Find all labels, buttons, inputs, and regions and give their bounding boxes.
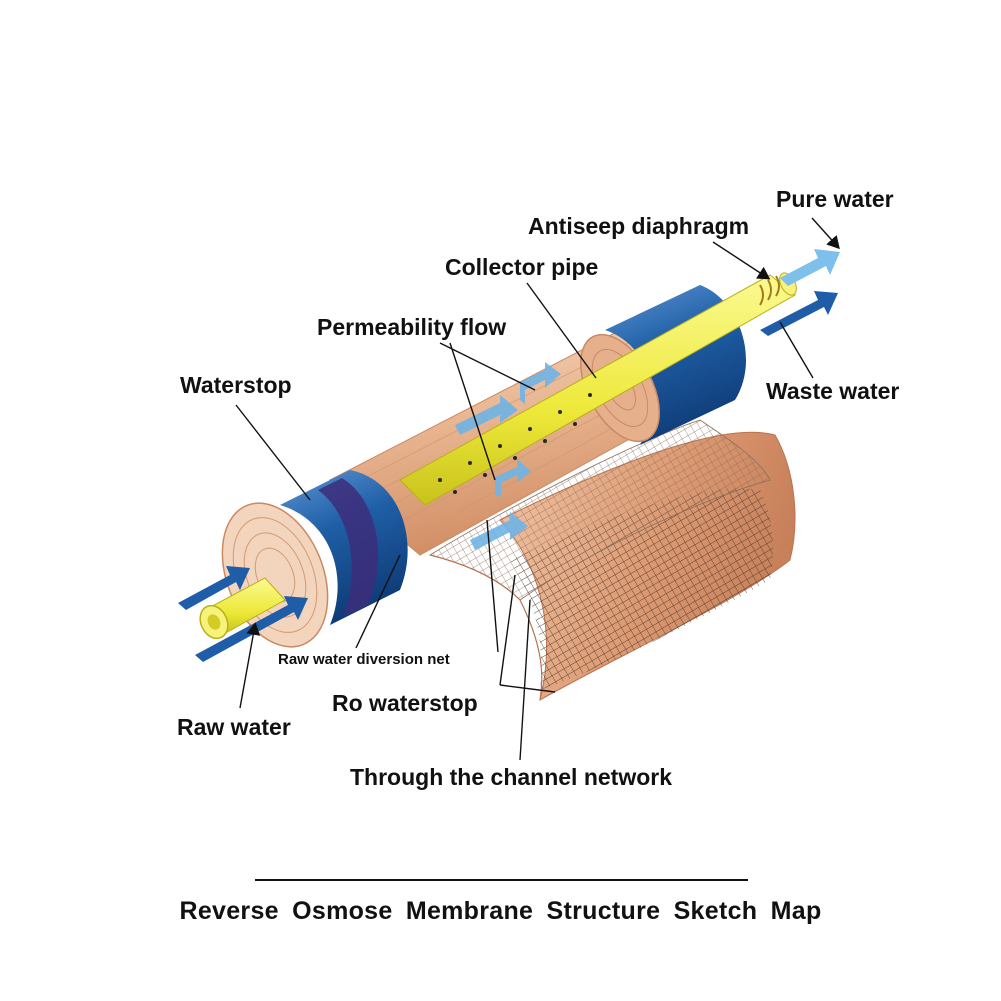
label-permeability-flow: Permeability flow [317, 314, 507, 340]
label-waterstop: Waterstop [180, 372, 292, 398]
inlet-pipe-stub [199, 577, 286, 640]
label-through-the-channel-network: Through the channel network [350, 764, 673, 790]
permeation-arrows [455, 362, 561, 550]
caption-divider [255, 879, 748, 881]
diagram-caption: Reverse Osmose Membrane Structure Sketch… [179, 897, 822, 925]
label-pure-water: Pure water [776, 186, 894, 212]
label-collector-pipe: Collector pipe [445, 254, 599, 280]
left-end-cap [221, 470, 408, 648]
membrane-sheets [428, 419, 796, 702]
pure-water-arrows [780, 249, 840, 286]
label-ro-waterstop: Ro waterstop [332, 690, 478, 716]
leader-lines [235, 217, 840, 761]
label-antiseep-diaphragm: Antiseep diaphragm [528, 213, 750, 239]
label-waste-water: Waste water [766, 378, 900, 404]
label-raw-water: Raw water [177, 714, 291, 740]
label-raw-water-diversion-net: Raw water diversion net [278, 651, 450, 668]
